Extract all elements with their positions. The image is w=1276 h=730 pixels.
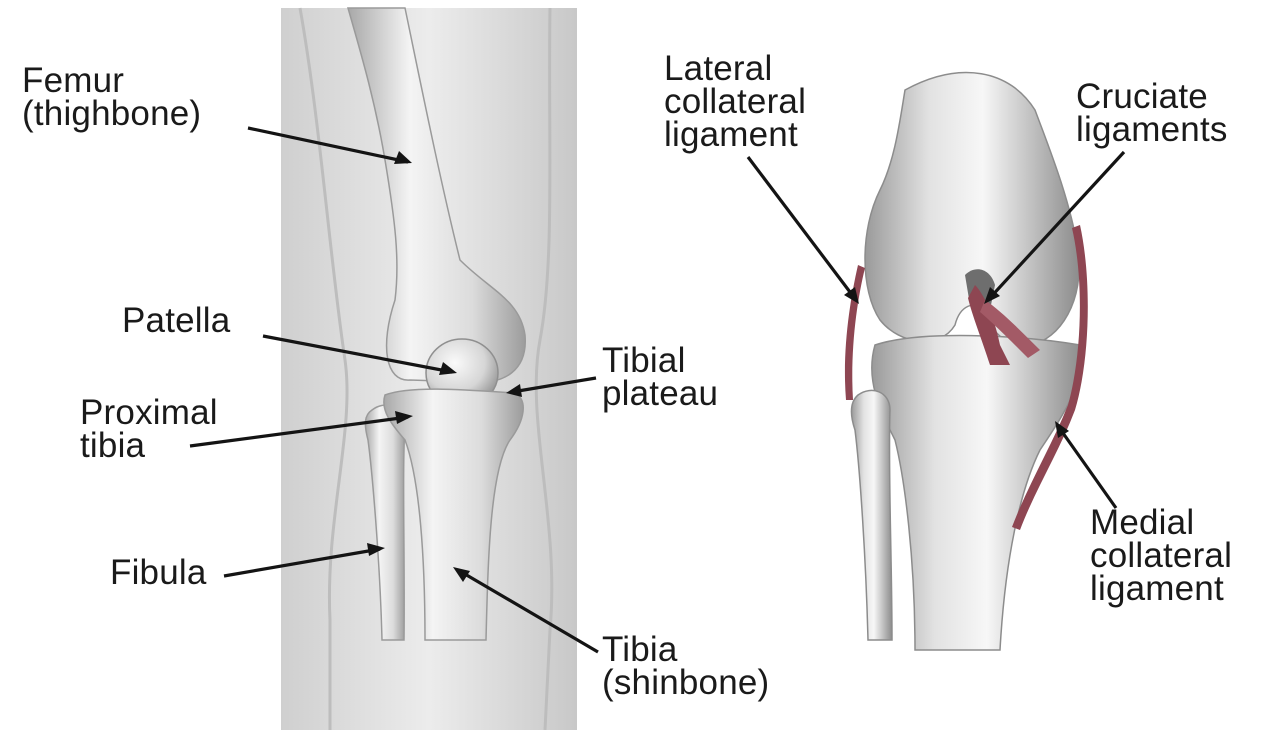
label-proximal-tibia: Proximal tibia [80,396,218,462]
label-tibia: Tibia (shinbone) [602,633,769,699]
label-lateral-collateral-ligament: Lateral collateral ligament [664,52,806,151]
arrow-medial-collateral-ligament [1058,426,1116,508]
label-fibula: Fibula [110,556,207,589]
arrow-lateral-collateral-ligament [748,157,856,300]
label-cruciate-ligaments: Cruciate ligaments [1076,80,1228,146]
label-tibial-plateau: Tibial plateau [602,344,718,410]
label-femur: Femur (thighbone) [22,64,201,130]
label-patella: Patella [122,304,230,337]
label-medial-collateral-ligament: Medial collateral ligament [1090,506,1232,605]
knee-joint-closeup [845,73,1088,650]
